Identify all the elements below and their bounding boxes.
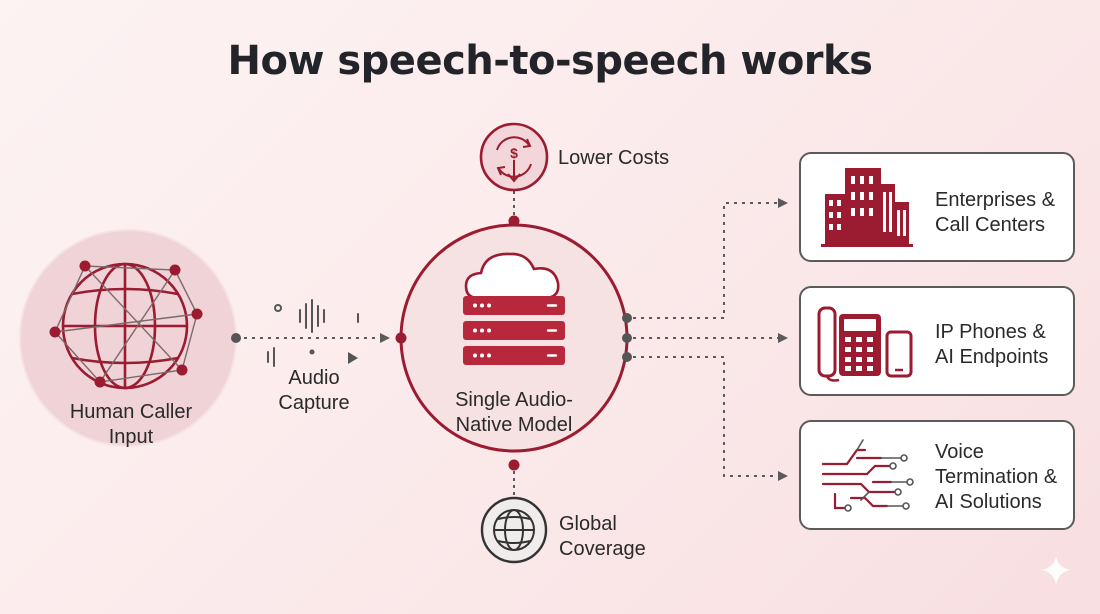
circuit-icon <box>821 439 914 512</box>
voice-line3: AI Solutions <box>935 491 1042 513</box>
globe-icon <box>493 509 535 551</box>
phone-icon <box>817 306 913 382</box>
enterprises-line1: Enterprises & <box>935 189 1056 211</box>
model-label-line1: Single Audio- <box>455 389 573 411</box>
model-label: Single Audio- Native Model <box>434 388 594 438</box>
global-coverage-line1: Global <box>559 513 617 535</box>
cloud-server-icon <box>463 252 565 365</box>
buildings-icon <box>821 168 913 247</box>
page-title: How speech-to-speech works <box>227 38 873 84</box>
sound-wave-icon <box>267 299 359 367</box>
voice-line1: Voice <box>935 441 984 463</box>
input-label: Human Caller Input <box>58 400 204 450</box>
phones-line2: AI Endpoints <box>935 346 1049 368</box>
phones-line1: IP Phones & <box>935 321 1046 343</box>
lower-costs-label: Lower Costs <box>558 147 670 169</box>
play-icon <box>348 352 358 364</box>
dollar-cycle-icon <box>496 136 532 183</box>
capture-label-line1: Audio <box>288 367 340 389</box>
global-coverage-label: Global Coverage <box>559 512 646 562</box>
model-label-line2: Native Model <box>455 414 573 436</box>
output-card-enterprises: Enterprises & Call Centers <box>799 152 1075 262</box>
voice-label: Voice Termination & AI Solutions <box>935 440 1057 515</box>
global-coverage-line2: Coverage <box>559 538 646 560</box>
model-to-enterprises-arrow <box>633 198 788 319</box>
dollar-sign: $ <box>510 145 518 161</box>
input-label-line1: Human Caller <box>69 401 193 423</box>
output-card-voice: Voice Termination & AI Solutions <box>799 420 1075 530</box>
model-to-voice-arrow <box>633 356 788 481</box>
enterprises-label: Enterprises & Call Centers <box>935 188 1055 238</box>
capture-label-line2: Capture <box>278 392 350 414</box>
phones-label: IP Phones & AI Endpoints <box>935 320 1048 370</box>
sparkle-icon <box>1041 556 1071 585</box>
enterprises-line2: Call Centers <box>935 214 1046 236</box>
capture-label: Audio Capture <box>260 366 368 416</box>
output-card-phones: IP Phones & AI Endpoints <box>799 286 1075 396</box>
lower-costs-node <box>479 122 549 192</box>
voice-line2: Termination & <box>935 466 1058 488</box>
input-label-line2: Input <box>108 426 154 448</box>
